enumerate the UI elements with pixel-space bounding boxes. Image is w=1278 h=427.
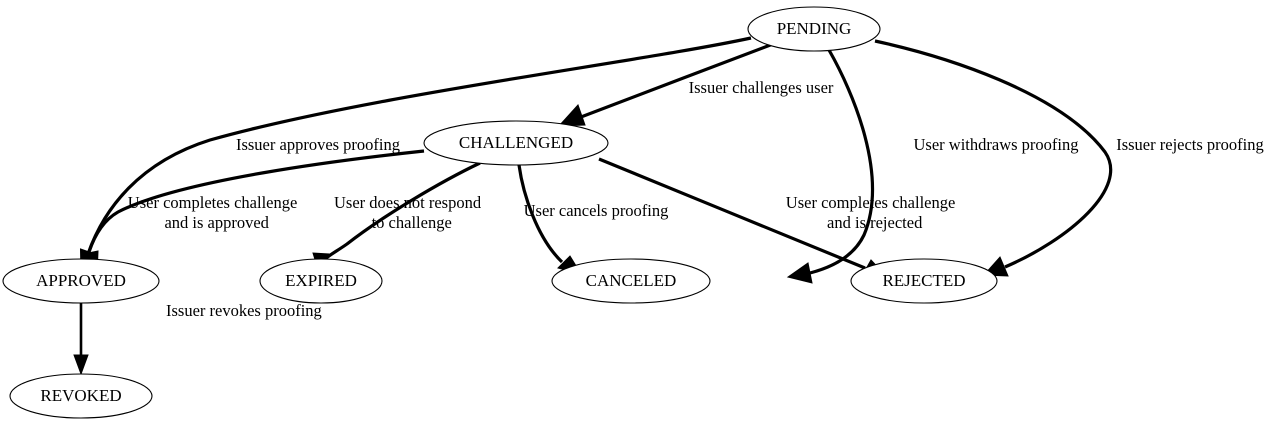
node-rejected[interactable]: REJECTED xyxy=(850,258,998,304)
node-rejected-label: REJECTED xyxy=(882,271,965,290)
node-revoked-label: REVOKED xyxy=(40,386,121,405)
edge-label-challenged-approved-line2: and is approved xyxy=(164,213,269,232)
edge-challenged-approved-path xyxy=(87,149,425,253)
edge-pending-canceled[interactable] xyxy=(786,49,874,284)
node-revoked[interactable]: REVOKED xyxy=(9,373,153,419)
edge-pending-rejected-path xyxy=(874,39,1113,269)
edge-pending-approved[interactable] xyxy=(79,36,752,278)
edge-label-challenged-approved-line1: User completes challenge xyxy=(128,193,298,212)
node-approved-label: APPROVED xyxy=(36,271,126,290)
edge-label-pending-rejected: Issuer rejects proofing xyxy=(1116,135,1264,154)
edge-approved-revoked[interactable] xyxy=(73,303,89,376)
edge-label-approved-revoked: Issuer revokes proofing xyxy=(166,301,322,320)
edge-pending-challenged-arrowhead xyxy=(557,104,586,127)
edge-pending-canceled-arrowhead xyxy=(786,262,813,284)
node-canceled-label: CANCELED xyxy=(586,271,677,290)
edge-label-challenged-rejected-line1: User completes challenge xyxy=(786,193,956,212)
node-expired[interactable]: EXPIRED xyxy=(259,258,383,304)
node-canceled-ellipse xyxy=(551,258,711,304)
node-rejected-ellipse xyxy=(850,258,998,304)
node-approved[interactable]: APPROVED xyxy=(2,258,160,304)
edge-label-challenged-approved: User completes challenge and is approved xyxy=(128,193,326,232)
edge-label-pending-challenged: Issuer challenges user xyxy=(689,78,834,97)
node-pending[interactable]: PENDING xyxy=(747,6,881,52)
edge-pending-canceled-path xyxy=(809,49,874,275)
node-canceled[interactable]: CANCELED xyxy=(551,258,711,304)
edge-label-challenged-rejected: User completes challenge and is rejected xyxy=(786,193,984,232)
edge-label-challenged-canceled: User cancels proofing xyxy=(524,201,669,220)
edge-label-challenged-expired-line2: to challenge xyxy=(372,213,452,232)
edge-pending-rejected[interactable] xyxy=(874,39,1113,277)
node-pending-ellipse xyxy=(747,6,881,52)
edge-label-pending-approved: Issuer approves proofing xyxy=(236,135,400,154)
node-challenged[interactable]: CHALLENGED xyxy=(423,120,609,166)
node-expired-label: EXPIRED xyxy=(285,271,357,290)
edge-challenged-expired-path xyxy=(323,161,481,261)
edge-label-challenged-rejected-line2: and is rejected xyxy=(827,213,923,232)
node-revoked-ellipse xyxy=(9,373,153,419)
edge-approved-revoked-arrowhead xyxy=(73,354,89,376)
edge-challenged-rejected-path xyxy=(598,157,866,270)
node-expired-ellipse xyxy=(259,258,383,304)
edge-pending-approved-path xyxy=(86,36,752,255)
edge-challenged-canceled-path xyxy=(517,164,564,264)
edge-label-challenged-expired: User does not respond to challenge xyxy=(334,193,510,232)
node-approved-ellipse xyxy=(2,258,160,304)
node-challenged-label: CHALLENGED xyxy=(459,133,573,152)
edge-label-challenged-expired-line1: User does not respond xyxy=(334,193,482,212)
node-challenged-ellipse xyxy=(423,120,609,166)
node-pending-label: PENDING xyxy=(777,19,852,38)
edge-pending-challenged-path xyxy=(580,42,774,119)
edge-label-pending-canceled: User withdraws proofing xyxy=(914,135,1079,154)
